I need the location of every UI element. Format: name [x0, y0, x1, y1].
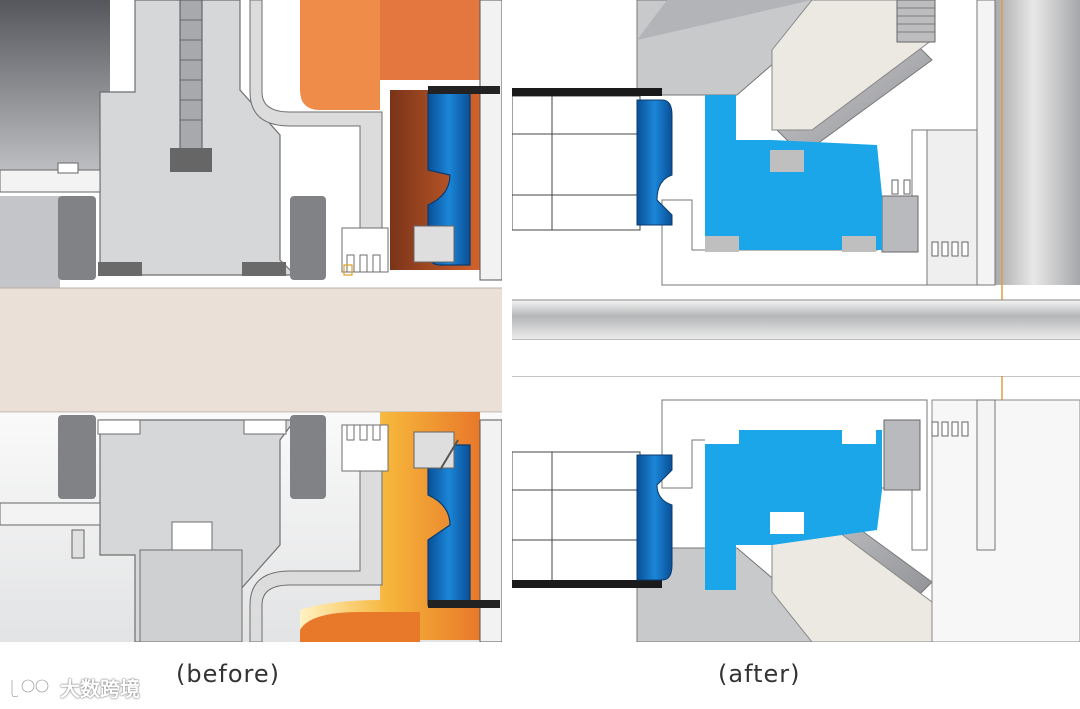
caption-before: (before)	[176, 660, 280, 688]
o-ring-top-left	[58, 196, 96, 280]
after-cross-section	[512, 0, 1080, 642]
watermark-text: 大数跨境	[60, 676, 140, 701]
watermark: 大数跨境	[8, 672, 140, 702]
before-cross-section	[0, 0, 502, 642]
blue-seal-main-top	[705, 95, 882, 250]
shaft	[512, 300, 1080, 340]
caption-after: (after)	[718, 660, 801, 688]
blue-seal-left-top	[636, 99, 673, 226]
blue-seal-main-bottom	[705, 430, 882, 590]
o-ring-bottom-left	[58, 415, 96, 499]
before-diagram	[0, 0, 502, 642]
o-ring-bottom-right	[290, 415, 326, 499]
right-shaft-column	[987, 0, 1080, 285]
shaft	[0, 288, 502, 412]
blue-seal-left-bottom	[636, 454, 673, 581]
brand-logo-icon	[10, 678, 50, 698]
after-diagram	[512, 0, 1080, 642]
o-ring-top-right	[290, 196, 326, 280]
housing-inner-top	[0, 196, 60, 288]
housing-bore-top	[0, 0, 110, 190]
